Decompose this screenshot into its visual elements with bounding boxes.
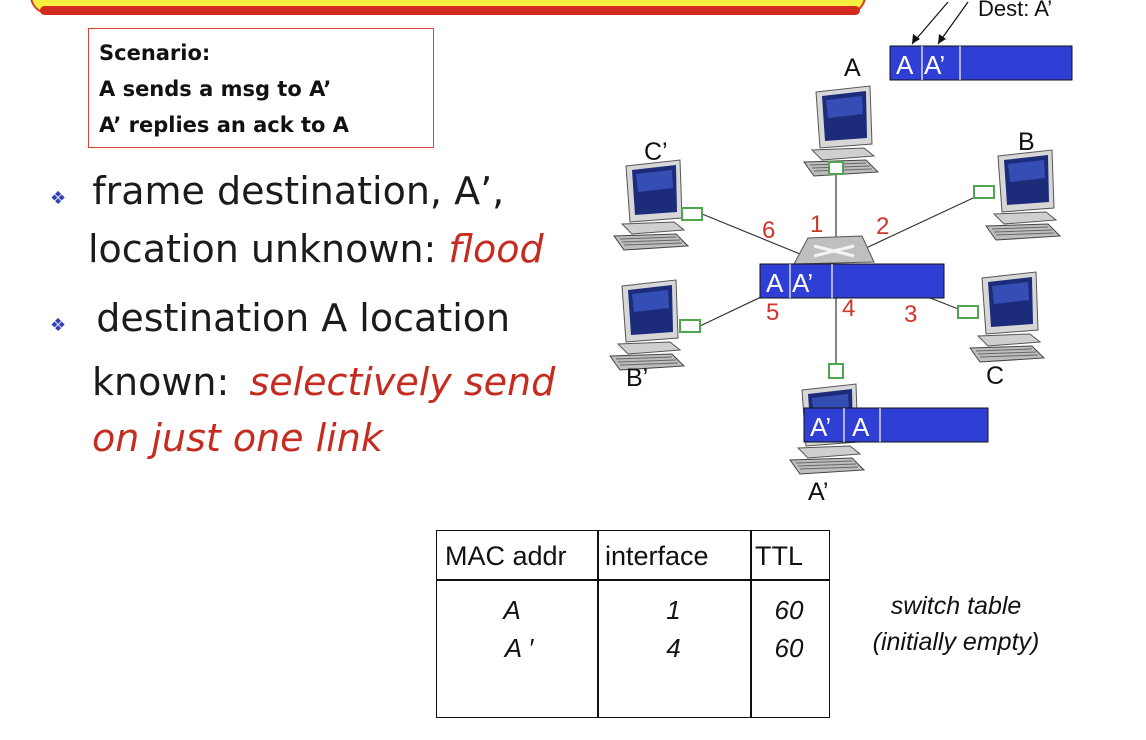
bullet-selective-line2: known: <box>92 360 230 404</box>
bullet-flood: ❖ frame destination, A’, location unknow… <box>50 166 544 274</box>
table-header-interface: interface <box>605 541 709 571</box>
host-C-prime-computer-icon <box>613 159 689 251</box>
flood-emphasis: flood <box>448 227 544 271</box>
bullet-diamond-icon: ❖ <box>50 188 67 209</box>
frame-switch-dest: A’ <box>792 268 813 298</box>
host-B-prime-computer-icon <box>609 279 685 371</box>
frame-switch <box>759 263 945 299</box>
bullet-selective-line1: destination A location <box>96 296 511 340</box>
title-underline <box>40 6 860 15</box>
frame-bottom-dest: A <box>852 412 870 442</box>
host-A-nic <box>828 161 844 175</box>
dest-arrow-1 <box>911 1 949 45</box>
table-header-divider <box>437 579 829 581</box>
table-row-2-ttl: 60 <box>774 633 804 663</box>
host-B-nic <box>973 185 995 199</box>
frame-switch-src: A <box>766 268 784 298</box>
table-row-1-mac: A <box>503 595 521 625</box>
scenario-heading: Scenario: <box>99 41 211 65</box>
bullet-diamond-icon: ❖ <box>50 315 67 336</box>
frame-top-src: A <box>896 50 914 80</box>
table-header-mac: MAC addr <box>445 541 567 571</box>
table-row-2-interface: 4 <box>666 633 681 663</box>
switch-x-icon <box>813 244 855 258</box>
host-A-prime-label: A’ <box>808 478 828 506</box>
port-label-6: 6 <box>762 217 775 244</box>
scenario-box: Scenario: A sends a msg to A’ A’ replies… <box>88 28 434 148</box>
link-port-2 <box>865 191 987 249</box>
link-port-6 <box>701 213 801 255</box>
host-C-computer-icon <box>969 271 1045 363</box>
host-C-label: C <box>986 362 1004 390</box>
table-row-1-interface: 1 <box>666 595 681 625</box>
port-label-5: 5 <box>766 299 779 326</box>
port-label-4: 4 <box>842 295 855 322</box>
frame-top <box>889 45 1073 81</box>
network-diagram: Dest: A’ A A’ A A’ 1 2 3 4 5 6 A B C C’ … <box>609 0 1073 506</box>
dest-arrowhead-1 <box>912 34 920 44</box>
table-caption-line2: (initially empty) <box>872 628 1040 656</box>
host-B-prime-nic <box>679 319 701 333</box>
bullet-flood-line1: frame destination, A’, <box>92 169 505 213</box>
table-col-divider-1 <box>597 531 599 717</box>
host-B-prime-label: B’ <box>626 364 648 392</box>
dest-label: Dest: A’ <box>978 0 1052 21</box>
switch-table: MAC addr interface TTL A 1 60 A ′ 4 60 <box>436 530 830 718</box>
scenario-step-1: A sends a msg to A’ <box>99 77 332 101</box>
table-header-ttl: TTL <box>755 541 804 571</box>
dest-arrowhead-2 <box>938 34 946 44</box>
host-B-computer-icon <box>985 149 1061 241</box>
host-A-prime-nic <box>828 363 844 379</box>
port-label-2: 2 <box>876 213 889 240</box>
bullet-selective: ❖ destination A location known: selectiv… <box>50 290 555 466</box>
table-row-1-ttl: 60 <box>774 595 804 625</box>
table-col-divider-2 <box>750 531 752 717</box>
host-C-nic <box>957 305 979 319</box>
frame-bottom <box>803 407 989 443</box>
port-label-1: 1 <box>810 211 823 238</box>
host-C-prime-label: C’ <box>644 138 668 166</box>
table-caption: switch table (initially empty) <box>856 588 1056 660</box>
table-caption-line1: switch table <box>890 592 1022 620</box>
scenario-step-2: A’ replies an ack to A <box>99 113 350 137</box>
frame-top-dest: A’ <box>924 50 945 80</box>
bullet-flood-line2: location unknown: <box>88 227 437 271</box>
frame-bottom-src: A’ <box>810 412 831 442</box>
host-B-label: B <box>1018 128 1035 156</box>
table-row-2-mac: A ′ <box>504 633 534 663</box>
host-C-prime-nic <box>681 207 703 221</box>
port-label-3: 3 <box>904 301 917 328</box>
host-A-label: A <box>844 54 861 82</box>
one-link-emphasis: on just one link <box>92 416 383 460</box>
selective-emphasis: selectively send <box>249 360 556 404</box>
